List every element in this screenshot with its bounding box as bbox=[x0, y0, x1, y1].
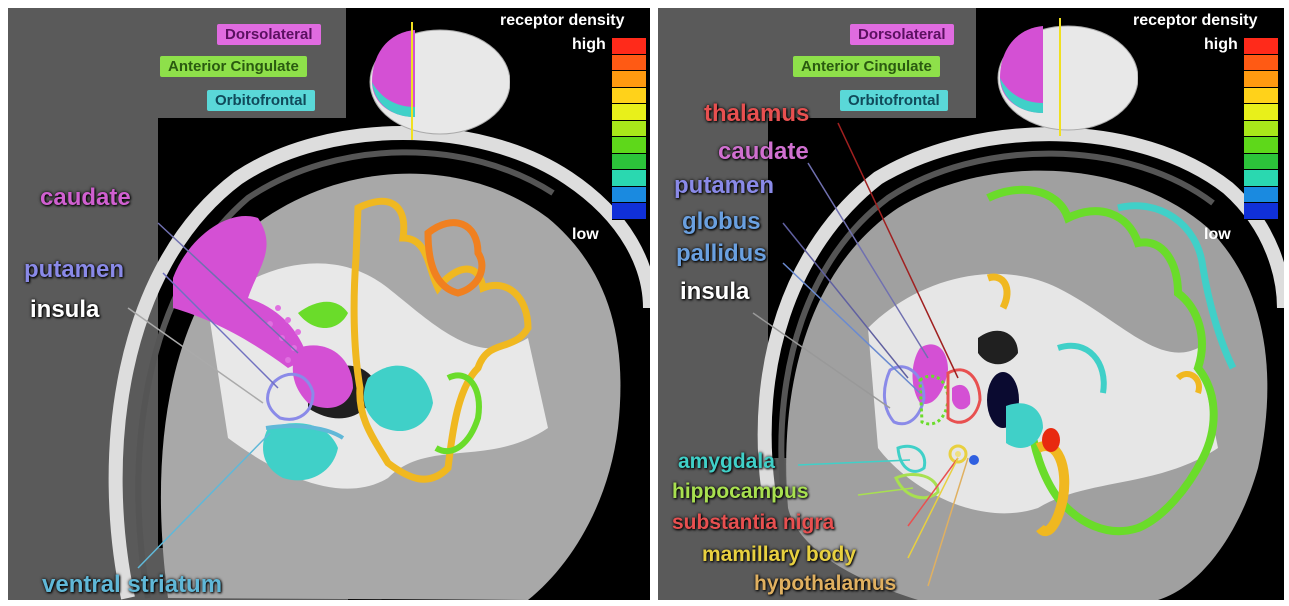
high-density-spot bbox=[1042, 428, 1060, 452]
colorbar-step bbox=[612, 170, 646, 187]
label-amygdala: amygdala bbox=[678, 450, 775, 474]
colorbar-step bbox=[1244, 137, 1278, 154]
label-insula: insula bbox=[30, 296, 99, 324]
colorbar-step bbox=[1244, 88, 1278, 105]
colorbar-step bbox=[612, 187, 646, 204]
legend-orbitofrontal: Orbitofrontal bbox=[840, 90, 948, 111]
brain-thumbnail bbox=[988, 18, 1138, 136]
label-pallidus: pallidus bbox=[676, 240, 767, 268]
scale-low: low bbox=[572, 226, 599, 244]
label-thalamus: thalamus bbox=[704, 100, 809, 128]
legend-dorsolateral: Dorsolateral bbox=[850, 24, 954, 45]
legend-anterior-cingulate: Anterior Cingulate bbox=[793, 56, 940, 77]
legend-dorsolateral: Dorsolateral bbox=[217, 24, 321, 45]
label-substantia-nigra: substantia nigra bbox=[672, 511, 834, 535]
colorbar-step bbox=[1244, 104, 1278, 121]
colorbar-step bbox=[1244, 203, 1278, 220]
colorbar-step bbox=[612, 203, 646, 220]
colorbar-step bbox=[1244, 170, 1278, 187]
scale-high: high bbox=[1204, 36, 1238, 54]
legend-anterior-cingulate: Anterior Cingulate bbox=[160, 56, 307, 77]
legend-orbitofrontal: Orbitofrontal bbox=[207, 90, 315, 111]
label-ventral-striatum: ventral striatum bbox=[42, 571, 222, 599]
label-putamen: putamen bbox=[674, 172, 774, 200]
label-caudate: caudate bbox=[718, 138, 809, 166]
scale-high: high bbox=[572, 36, 606, 54]
colorbar-step bbox=[612, 88, 646, 105]
colorbar-step bbox=[1244, 121, 1278, 138]
receptor-density-colorbar bbox=[612, 38, 646, 220]
colorbar-step bbox=[612, 71, 646, 88]
receptor-density-colorbar bbox=[1244, 38, 1278, 220]
left-coronal-panel: Dorsolateral Anterior Cingulate Orbitofr… bbox=[8, 8, 650, 600]
scale-title: receptor density bbox=[1133, 12, 1257, 30]
label-putamen: putamen bbox=[24, 256, 124, 284]
colorbar-step bbox=[1244, 187, 1278, 204]
colorbar-step bbox=[1244, 38, 1278, 55]
colorbar-step bbox=[1244, 154, 1278, 171]
colorbar-step bbox=[612, 154, 646, 171]
label-hippocampus: hippocampus bbox=[672, 480, 809, 504]
label-globus: globus bbox=[682, 208, 761, 236]
colorbar-step bbox=[612, 121, 646, 138]
colorbar-step bbox=[1244, 55, 1278, 72]
colorbar-step bbox=[612, 137, 646, 154]
colorbar-step bbox=[612, 104, 646, 121]
scale-low: low bbox=[1204, 226, 1231, 244]
label-caudate: caudate bbox=[40, 184, 131, 212]
label-hypothalamus: hypothalamus bbox=[754, 572, 896, 596]
scale-title: receptor density bbox=[500, 12, 624, 30]
colorbar-step bbox=[612, 55, 646, 72]
substantia-nigra-marker bbox=[969, 455, 979, 465]
brain-thumbnail bbox=[360, 22, 510, 140]
colorbar-step bbox=[1244, 71, 1278, 88]
label-mamillary-body: mamillary body bbox=[702, 543, 856, 567]
colorbar-step bbox=[612, 38, 646, 55]
label-insula: insula bbox=[680, 278, 749, 306]
left-brain-slice bbox=[8, 8, 650, 600]
right-coronal-panel: Dorsolateral Anterior Cingulate Orbitofr… bbox=[658, 8, 1284, 600]
